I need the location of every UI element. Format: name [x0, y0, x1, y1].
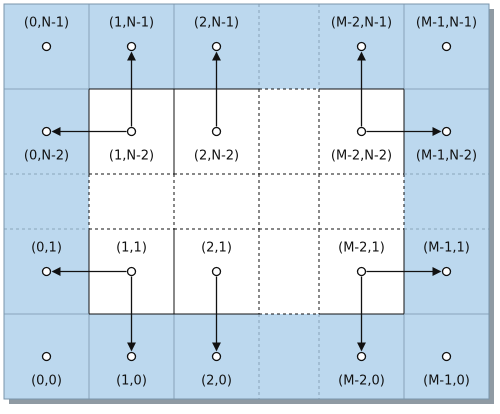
grid-node	[356, 351, 367, 362]
grid-lines	[3, 3, 490, 400]
node-label: (2,N-2)	[194, 149, 239, 164]
node-label: (0,1)	[31, 241, 62, 256]
grid-node	[126, 126, 137, 137]
boundary-cell	[404, 174, 489, 229]
grid-node	[126, 266, 137, 277]
node-labels: (0,N-1) (1,N-1) (2,N-1) (M-2,N-1) (M-1,N-1) (…	[24, 16, 477, 389]
node-label: (M-1,N-1)	[416, 16, 477, 31]
node-label: (M-2,N-1)	[331, 16, 392, 31]
grid-node	[41, 126, 52, 137]
boundary-cell	[259, 4, 319, 89]
node-label: (M-2,N-2)	[331, 149, 392, 164]
grid-node	[126, 41, 137, 52]
grid-node	[356, 266, 367, 277]
grid-node	[441, 41, 452, 52]
boundary-cell	[4, 174, 89, 229]
grid-node	[41, 41, 52, 52]
node-label: (2,1)	[201, 241, 232, 256]
neighbor-arrows	[51, 51, 442, 352]
interior-cell	[259, 174, 319, 229]
node-label: (2,0)	[201, 374, 232, 389]
grid-node	[441, 351, 452, 362]
grid-node	[441, 266, 452, 277]
node-label: (0,N-1)	[24, 16, 69, 31]
grid-node	[356, 126, 367, 137]
interior-cell	[174, 174, 259, 229]
node-label: (M-1,0)	[423, 374, 470, 389]
grid-nodes	[41, 41, 452, 362]
node-label: (1,N-2)	[109, 149, 154, 164]
grid-node	[356, 41, 367, 52]
node-label: (1,N-1)	[109, 16, 154, 31]
grid-node	[211, 351, 222, 362]
grid-node	[211, 126, 222, 137]
node-label: (1,0)	[116, 374, 147, 389]
interior-cell	[89, 174, 174, 229]
boundary-cell	[259, 314, 319, 399]
grid-node	[126, 351, 137, 362]
grid-node	[211, 41, 222, 52]
node-label: (M-1,N-2)	[416, 149, 477, 164]
node-label: (M-2,0)	[338, 374, 385, 389]
node-label: (M-2,1)	[338, 241, 385, 256]
grid-cells	[4, 4, 489, 399]
node-label: (0,0)	[31, 374, 62, 389]
grid-node	[41, 351, 52, 362]
node-label: (0,N-2)	[24, 149, 69, 164]
node-label: (1,1)	[116, 241, 147, 256]
interior-cell	[319, 174, 404, 229]
node-label: (2,N-1)	[194, 16, 239, 31]
grid-node	[41, 266, 52, 277]
interior-cell	[259, 229, 319, 314]
grid-frame	[3, 3, 490, 400]
interior-cell	[259, 89, 319, 174]
node-label: (M-1,1)	[423, 241, 470, 256]
grid-node	[441, 126, 452, 137]
grid-node	[211, 266, 222, 277]
